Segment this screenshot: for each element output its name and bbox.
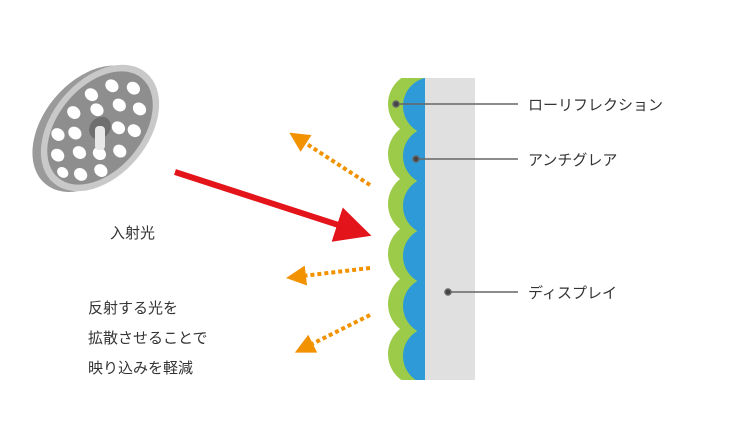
label-display: ディスプレイ [528,284,617,302]
label-incident-light: 入射光 [110,224,156,242]
leader-lines [392,100,518,296]
note-line: 映り込みを軽減 [88,359,194,377]
light-source-icon [32,64,160,192]
label-low-reflection: ローリフレクション [528,96,664,114]
note-line: 反射する光を [88,299,179,317]
note-line: 拡散させることで [88,329,208,347]
anti-glare-layer [403,78,425,380]
display-layer [425,78,475,380]
explanation-note: 反射する光を 拡散させることで 映り込みを軽減 [88,293,208,383]
label-anti-glare: アンチグレア [528,151,618,169]
reflected-arrows [286,132,372,353]
incident-arrow [174,169,372,242]
